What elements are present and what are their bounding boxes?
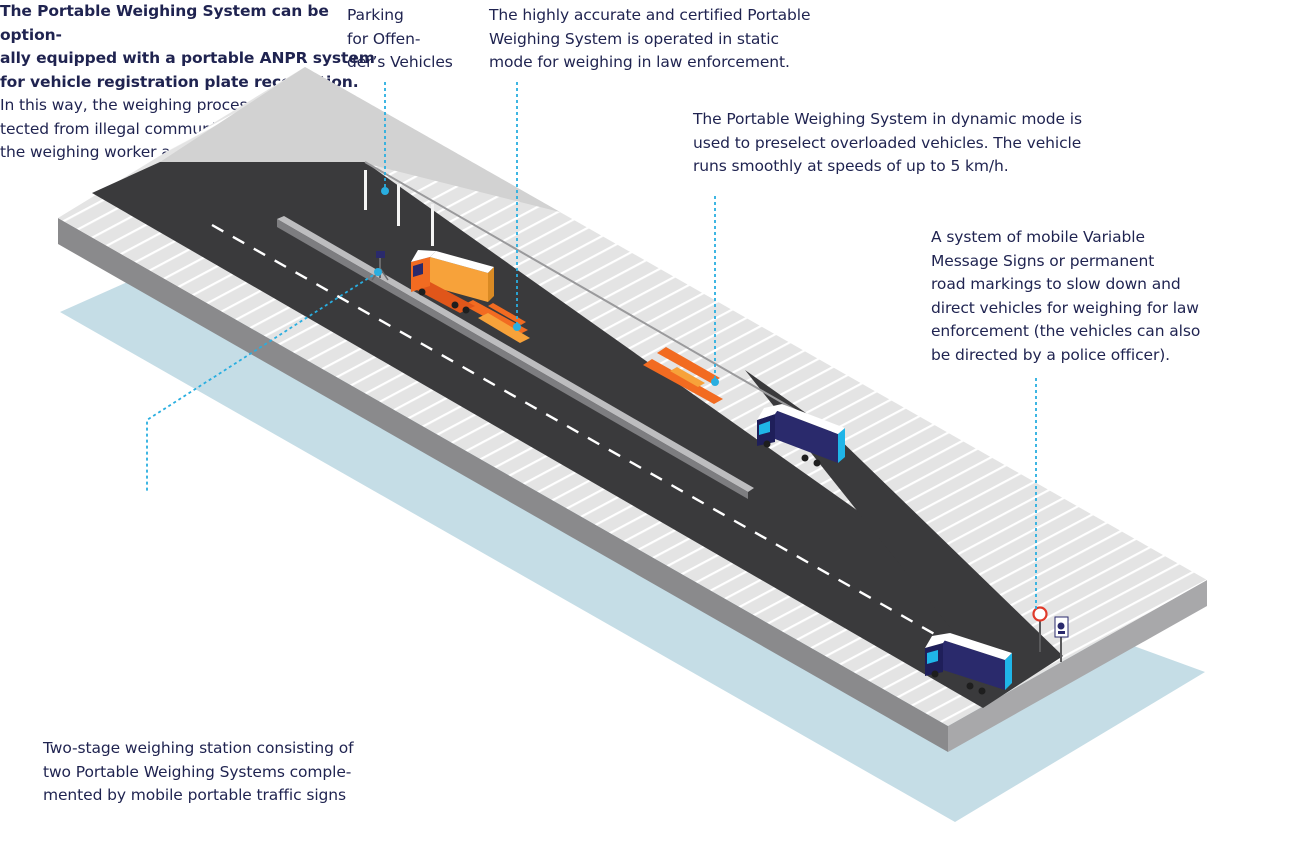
parking-annotation: Parking for Offen- der’s Vehicles: [347, 6, 453, 71]
leader-dot-static: [513, 323, 521, 331]
anpr-camera-head: [376, 251, 385, 258]
leader-dot-dynamic: [711, 378, 719, 386]
weighing-direction-sign: [1054, 616, 1069, 662]
dynamic-weigh-pad: [657, 347, 720, 383]
static-mode-annotation: The highly accurate and certified Portab…: [489, 6, 811, 71]
orange-truck: [411, 250, 494, 314]
dynamic-weigh-pad: [670, 367, 705, 387]
parking-post: [364, 170, 367, 210]
concrete-barrier-side: [277, 219, 748, 499]
platform-side-front: [58, 218, 948, 752]
leader-dot-anpr: [374, 268, 382, 276]
navy-truck-entry: [925, 633, 1012, 695]
static-weigh-pad: [478, 313, 530, 343]
platform-side-right: [948, 580, 1207, 752]
dynamic-mode-annotation: The Portable Weighing System in dynamic …: [693, 110, 1082, 175]
road: [92, 162, 1063, 708]
anpr-annotation-bold: The Portable Weighing System can be opti…: [0, 2, 375, 91]
concrete-barrier-top: [277, 216, 754, 492]
leader-anpr: [146, 271, 379, 493]
lane-divider: [211, 223, 946, 642]
station-caption: Two-stage weighing station consisting of…: [43, 739, 354, 804]
variable-message-signs-annotation: A system of mobile Variable Message Sign…: [931, 228, 1201, 364]
parking-kerb: [364, 161, 831, 431]
platform-top-plain: [160, 67, 560, 212]
leader-dot-parking: [381, 187, 389, 195]
navy-truck-dynamic: [757, 404, 845, 467]
dynamic-weigh-pad: [643, 359, 723, 404]
static-weigh-pad: [488, 303, 526, 325]
parking-post: [431, 204, 434, 246]
speed-limit-sign: [1032, 606, 1048, 652]
parking-post: [397, 184, 400, 226]
